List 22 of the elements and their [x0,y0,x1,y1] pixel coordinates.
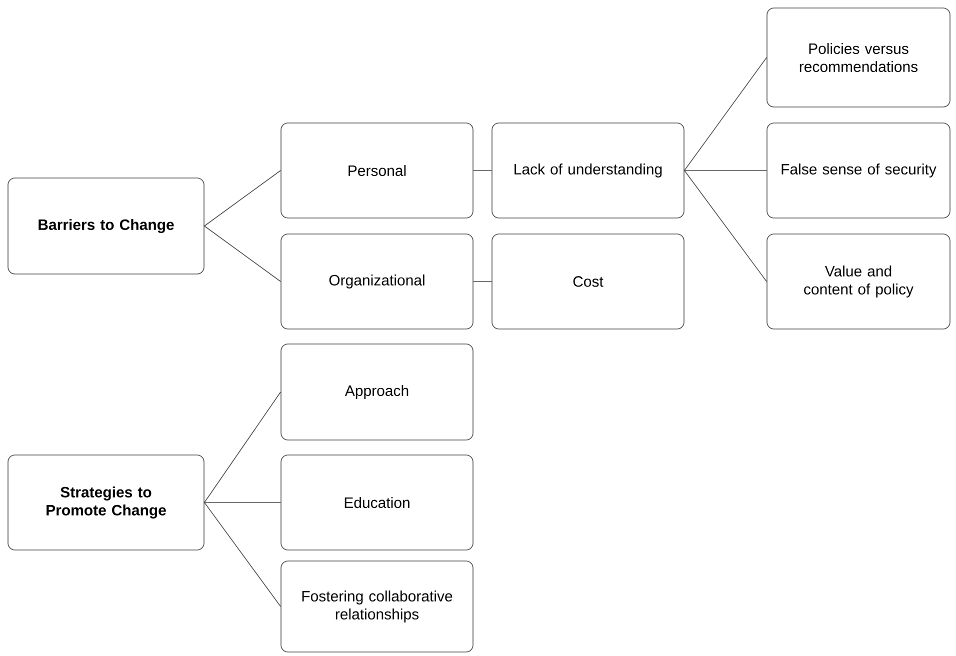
connector-line [473,281,492,282]
topic-box: Approach [280,344,474,440]
category-box: Strategies to Promote Change [8,454,204,550]
topic-box: Fostering collaborative relationships [280,560,474,652]
connector-line [473,170,492,171]
category-box: Barriers to Change [8,178,204,274]
topic-box: Organizational [280,234,474,330]
topic-box: Policies versus recommendations [766,8,950,108]
connector-line [204,392,281,503]
topic-box: Education [280,454,474,550]
connector-line [204,502,281,503]
connector-line [684,170,767,282]
connector-line [204,170,281,226]
topic-box: Lack of understanding [492,122,684,218]
connector-line [204,502,281,607]
topic-box: False sense of security [766,122,950,218]
topic-box: Personal [280,122,474,218]
connector-line [204,226,281,282]
topic-box: Value and content of policy [766,234,950,330]
topic-box: Cost [492,234,684,330]
connector-line [684,170,767,171]
connector-line [684,57,767,171]
